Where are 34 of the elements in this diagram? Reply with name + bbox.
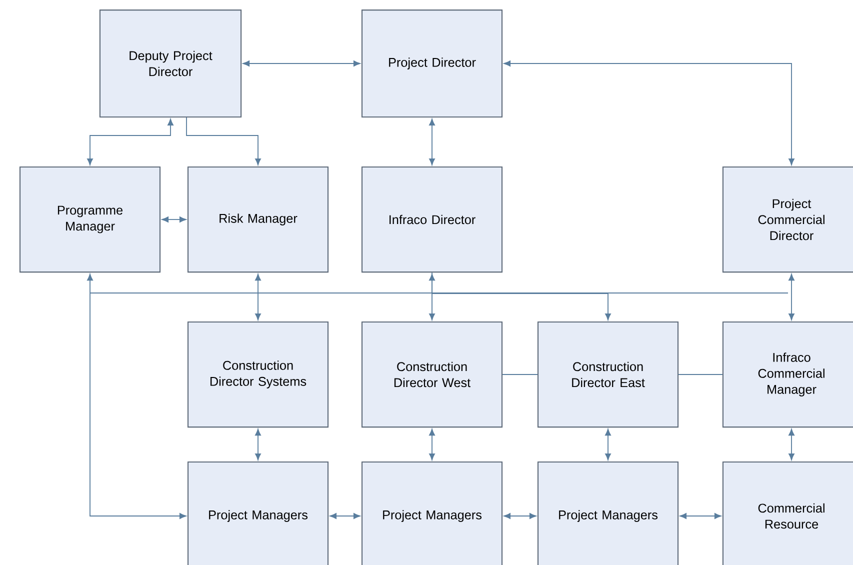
org-box: Construction Director Systems	[187, 321, 329, 428]
connector	[432, 272, 611, 320]
org-box: Commercial Resource	[722, 461, 853, 565]
connector	[680, 513, 722, 519]
connector	[504, 513, 536, 519]
connector	[678, 374, 723, 375]
org-box: Infraco Commercial Manager	[722, 321, 853, 428]
connector	[788, 428, 794, 460]
connector	[429, 274, 435, 320]
org-box: Risk Manager	[187, 166, 329, 273]
org-box: Project Managers	[187, 461, 329, 565]
connector	[186, 117, 261, 166]
org-box: Project Managers	[361, 461, 503, 565]
connector	[87, 274, 186, 519]
org-box: Construction Director East	[537, 321, 679, 428]
connector	[429, 118, 435, 166]
connector	[429, 428, 435, 460]
org-box: Deputy Project Director	[99, 10, 242, 118]
connector	[242, 60, 360, 66]
connector	[788, 274, 794, 320]
connector	[87, 118, 174, 166]
connector	[502, 374, 538, 375]
connector	[504, 60, 794, 166]
connector	[255, 274, 261, 320]
org-box: Project Director	[361, 10, 503, 118]
connector	[605, 428, 611, 460]
connector	[330, 513, 360, 519]
org-box: Infraco Director	[361, 166, 503, 273]
connector	[162, 216, 186, 222]
org-box: Construction Director West	[361, 321, 503, 428]
org-box: Programme Manager	[19, 166, 161, 273]
connector	[255, 428, 261, 460]
org-box: Project Managers	[537, 461, 679, 565]
org-box: Project Commercial Director	[722, 166, 853, 273]
